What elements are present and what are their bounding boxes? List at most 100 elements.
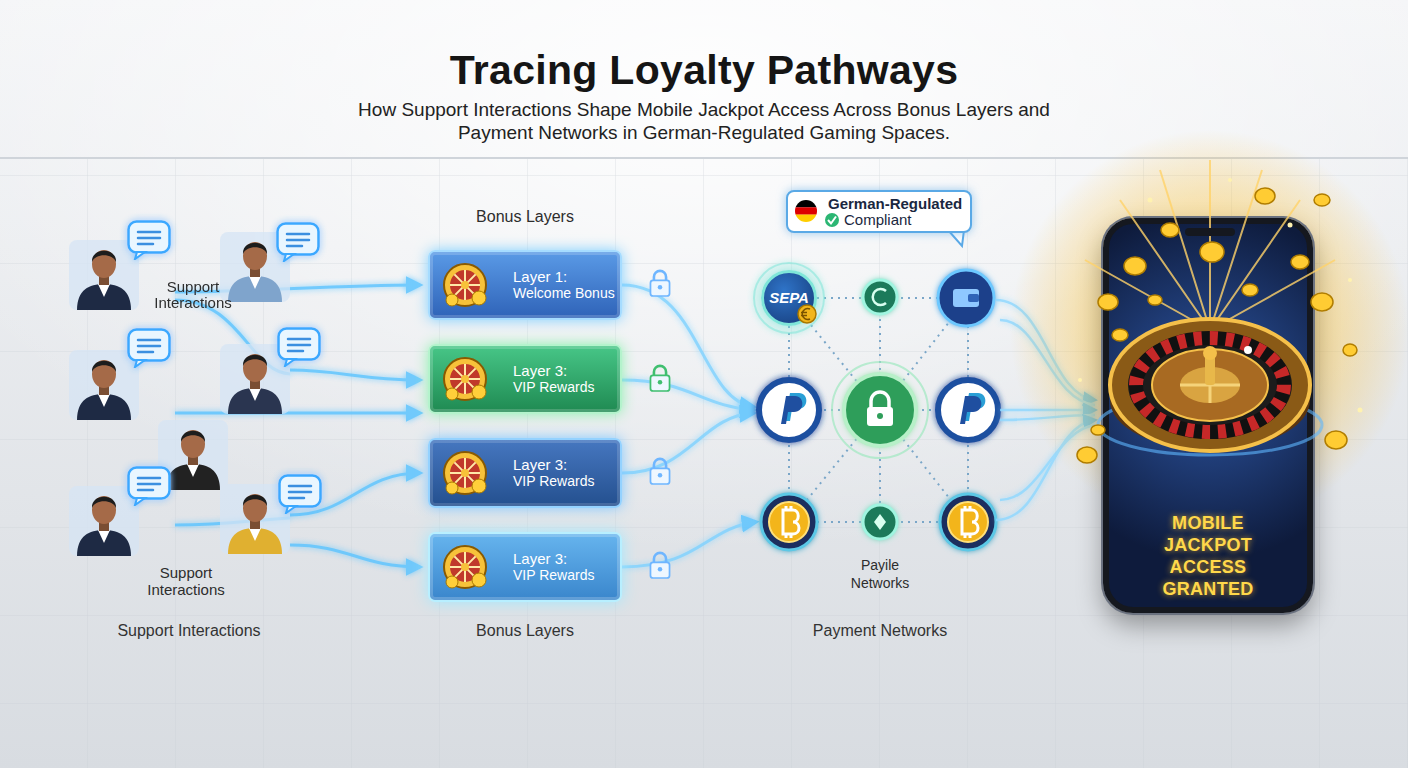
column-label: Bonus Layers	[415, 622, 635, 640]
support-agent-avatar	[77, 496, 131, 556]
compliance-badge: German-RegulatedCompliant	[786, 190, 972, 233]
gold-coin	[1343, 344, 1357, 356]
payment-network-node	[938, 270, 994, 326]
payment-network-node	[873, 289, 886, 305]
layer-number: Layer 1:	[513, 268, 620, 285]
layer-number: Layer 3:	[513, 362, 620, 379]
column-label: Bonus Layers	[425, 208, 625, 226]
payment-network-node	[754, 263, 824, 333]
payment-network-node	[877, 413, 883, 419]
support-agent-avatar	[166, 430, 220, 490]
avatar-card	[69, 350, 139, 420]
gold-coin	[1314, 194, 1330, 206]
avatar-card	[69, 240, 139, 310]
chat-bubble-icon	[129, 222, 321, 514]
badge-text: German-Regulated	[828, 196, 970, 212]
chat-bubble-icon	[129, 222, 170, 260]
avatar-card	[69, 486, 139, 556]
backdrop	[0, 158, 1408, 768]
support-flow-line	[175, 412, 420, 415]
section-label: Support Interactions	[138, 279, 248, 311]
lock-icon	[650, 271, 669, 296]
bonus-layer-box: Layer 3:VIP Rewards	[428, 438, 622, 508]
support-agent-avatar	[228, 354, 282, 414]
section-label: Payile Networks	[835, 556, 925, 592]
payment-network-node	[759, 380, 819, 440]
payment-network-node	[968, 294, 979, 302]
bonus-layer-box: Layer 3:VIP Rewards	[428, 344, 622, 414]
payment-network-node	[938, 380, 998, 440]
support-agent-avatar	[228, 242, 282, 302]
bonus-layer-box: Layer 3:VIP Rewards	[428, 532, 622, 602]
sparkle	[1348, 278, 1352, 282]
support-agent-avatar	[77, 242, 282, 556]
sparkle	[1228, 178, 1232, 182]
payment-node: SEPA	[761, 270, 817, 326]
payment-network-node	[863, 505, 897, 539]
layer-name: VIP Rewards	[513, 567, 620, 584]
chat-bubble-icon	[129, 330, 170, 368]
section-label: Support Interactions	[131, 564, 241, 598]
payment-network-node	[871, 392, 889, 408]
gold-coin	[1077, 447, 1097, 463]
payment-network-node	[960, 396, 981, 424]
gold-coin	[1311, 293, 1333, 311]
layer-name: VIP Rewards	[513, 473, 620, 490]
column-label: Payment Networks	[760, 622, 1000, 640]
subtitle: How Support Interactions Shape Mobile Ja…	[344, 98, 1064, 144]
payment-network-node	[761, 494, 817, 550]
badge-text: Compliant	[844, 212, 970, 228]
jackpot-message: MOBILE JACKPOT ACCESS GRANTED	[1127, 512, 1289, 600]
layer-number: Layer 3:	[513, 550, 620, 567]
payment-network-node	[940, 494, 996, 550]
support-flow-line	[290, 370, 420, 380]
column-label: Support Interactions	[69, 622, 309, 640]
bonus-layer-box: Layer 1:Welcome Bonus	[428, 250, 622, 320]
payment-network-node	[769, 502, 809, 542]
gold-coin	[1255, 188, 1275, 204]
gold-coin	[1325, 431, 1347, 449]
layer-name: Welcome Bonus	[513, 285, 620, 302]
diagram-title: Tracing Loyalty Pathways	[0, 47, 1408, 94]
layer-to-network-line	[622, 285, 756, 567]
support-flow-line	[290, 545, 420, 567]
lock-icon	[650, 271, 669, 578]
payment-network-node	[953, 289, 979, 307]
payment-network-node	[832, 362, 928, 458]
layer-to-network-line	[622, 413, 754, 473]
layer-to-network-line	[622, 285, 754, 407]
payment-network-node	[867, 407, 893, 426]
layer-to-network-line	[622, 522, 756, 567]
avatar-card	[69, 232, 290, 556]
layer-to-network-line	[622, 380, 754, 410]
payment-network-node	[863, 280, 897, 314]
support-agent-avatar	[77, 360, 131, 420]
payment-network-node	[781, 396, 802, 424]
chat-bubble-icon	[129, 468, 170, 506]
chat-bubble-icon	[278, 224, 319, 262]
support-agent-avatar	[77, 250, 131, 310]
payment-network-node	[783, 506, 799, 538]
layer-number: Layer 3:	[513, 456, 620, 473]
payment-name: SEPA	[764, 273, 814, 323]
layer-name: VIP Rewards	[513, 379, 620, 396]
sparkle	[1358, 408, 1363, 413]
payment-network-node	[962, 506, 978, 538]
chat-bubble-icon	[280, 476, 321, 514]
phone-screen: MOBILE JACKPOT ACCESS GRANTED	[1103, 218, 1313, 613]
payment-network-node	[874, 514, 886, 530]
sparkle	[1148, 198, 1153, 203]
lock-icon	[650, 553, 669, 578]
payment-network-node	[948, 502, 988, 542]
chat-bubble-icon	[279, 329, 320, 367]
payment-network-node	[844, 374, 916, 446]
payment-network-node	[754, 263, 998, 550]
sparkle	[1078, 378, 1082, 382]
support-agent-avatar	[228, 494, 282, 554]
lock-icon	[650, 459, 669, 484]
lock-icon	[650, 366, 669, 391]
